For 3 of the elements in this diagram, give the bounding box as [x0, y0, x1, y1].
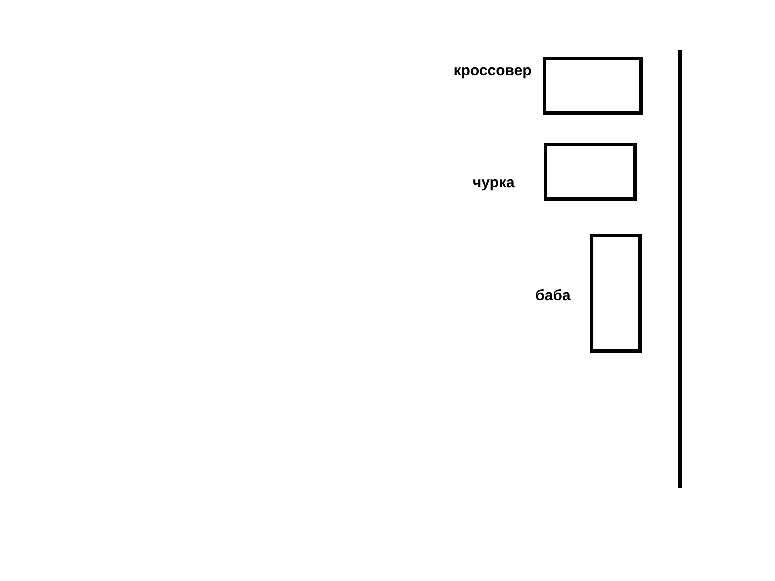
box-label: чурка — [474, 179, 515, 191]
box-label: кроссовер — [454, 67, 532, 79]
box-label: баба — [536, 289, 571, 301]
